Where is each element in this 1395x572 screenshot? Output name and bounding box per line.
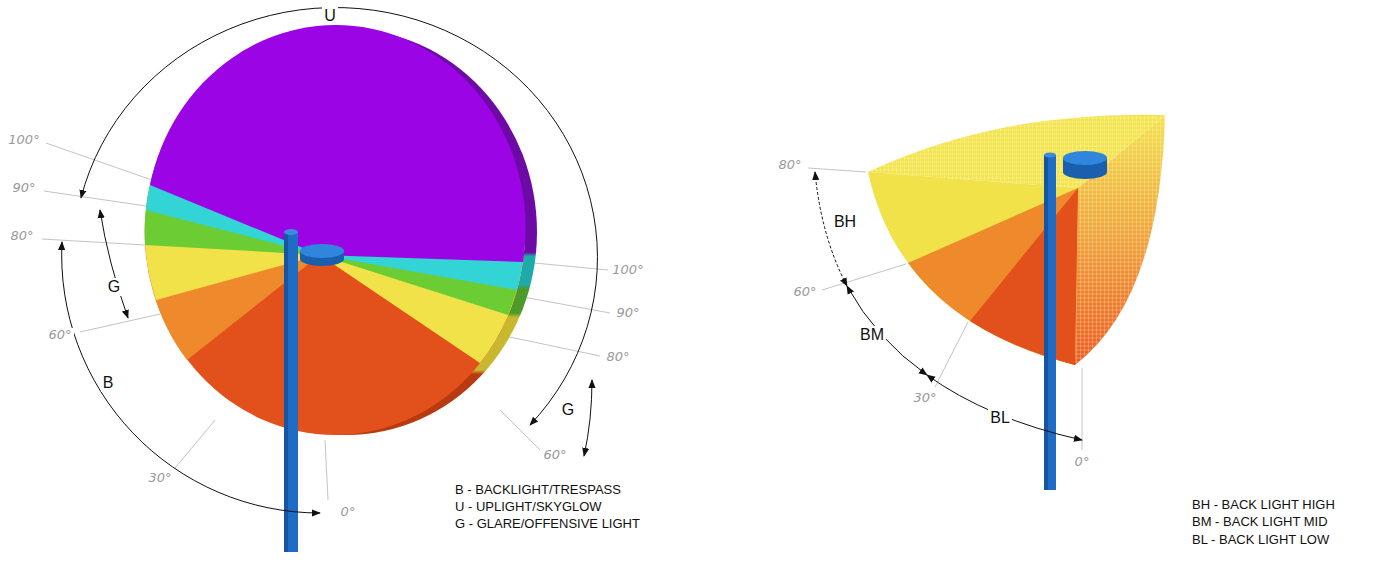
legend-text: U - UPLIGHT/SKYGLOW xyxy=(455,500,602,514)
pole-shade xyxy=(284,232,288,552)
backlight-arc xyxy=(62,242,320,513)
legend-text: BM - BACK LIGHT MID xyxy=(1192,515,1328,529)
glare-arc xyxy=(584,380,592,456)
tick-line xyxy=(808,168,866,172)
tick-line xyxy=(524,262,608,270)
back-low-arc xyxy=(927,375,1082,440)
angle-label: 80° xyxy=(604,350,631,364)
tick-line xyxy=(505,336,600,356)
angle-label: 60° xyxy=(791,285,818,299)
zone-uplight xyxy=(150,25,526,262)
pole-shade xyxy=(1044,155,1048,490)
angle-ticks xyxy=(808,168,1082,450)
legend-text: BL - BACK LIGHT LOW xyxy=(1192,533,1329,547)
angle-label: 0° xyxy=(1073,455,1092,469)
pole-top xyxy=(1044,153,1056,158)
angle-label: 30° xyxy=(911,391,938,405)
angle-label: 80° xyxy=(8,229,35,243)
angle-label: 30° xyxy=(146,471,173,485)
tick-line xyxy=(935,322,968,387)
back-mid-arc xyxy=(847,286,927,375)
angle-label: 90° xyxy=(10,181,37,195)
zone-letter: G xyxy=(560,401,576,419)
angle-label: 60° xyxy=(541,448,568,462)
pole xyxy=(1044,155,1056,490)
zone-letter: BL xyxy=(988,409,1012,427)
legend-text: G - GLARE/OFFENSIVE LIGHT xyxy=(455,517,640,531)
tick-line xyxy=(80,314,160,332)
zone-letter: U xyxy=(322,7,338,25)
pole-top xyxy=(284,229,298,235)
angle-label: 100° xyxy=(6,133,41,147)
tick-line xyxy=(44,191,146,206)
legend-text: B - BACKLIGHT/TRESPASS xyxy=(455,483,621,497)
zone-letter: B xyxy=(101,374,116,392)
legend-text: BH - BACK LIGHT HIGH xyxy=(1192,498,1335,512)
zone-letter: BM xyxy=(858,326,886,344)
tick-line xyxy=(175,420,215,468)
pole xyxy=(284,232,298,552)
angle-label: 80° xyxy=(776,158,803,172)
dimension-arcs xyxy=(815,172,1082,440)
zone-letter: BH xyxy=(832,213,858,231)
angle-label: 60° xyxy=(46,328,73,342)
glare-arc xyxy=(100,210,128,318)
dimension-arcs xyxy=(62,8,598,513)
tick-line xyxy=(42,239,145,245)
tick-line xyxy=(46,143,152,180)
luminaire-top xyxy=(300,244,344,258)
angle-label: 90° xyxy=(614,306,641,320)
tick-line xyxy=(500,410,540,450)
tick-line xyxy=(518,296,610,313)
tick-line xyxy=(1082,368,1083,450)
zone-back-low xyxy=(970,188,1078,365)
angle-label: 0° xyxy=(339,505,358,519)
luminaire-top xyxy=(1063,151,1107,165)
tick-line xyxy=(822,264,906,290)
angle-label: 100° xyxy=(610,263,645,277)
uplight-arc xyxy=(81,8,597,425)
zone-letter: G xyxy=(106,278,122,296)
tick-line xyxy=(325,440,328,500)
